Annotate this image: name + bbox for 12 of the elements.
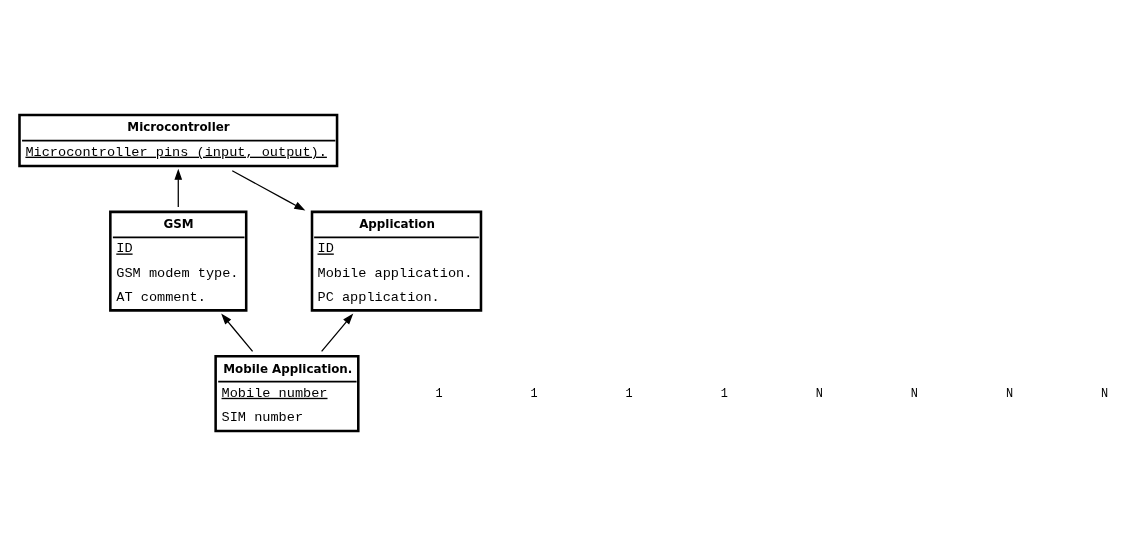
label: 1: [435, 386, 443, 401]
label: N: [1101, 386, 1109, 401]
label: 1: [530, 386, 538, 401]
arrow: [221, 313, 254, 352]
label: N: [910, 386, 919, 401]
arrow: [231, 169, 306, 211]
label: N: [815, 386, 823, 401]
label: N: [1005, 386, 1014, 401]
label: 1: [625, 386, 633, 401]
label: 1: [720, 386, 728, 401]
arrow: [174, 168, 183, 208]
arrow: [321, 313, 354, 352]
